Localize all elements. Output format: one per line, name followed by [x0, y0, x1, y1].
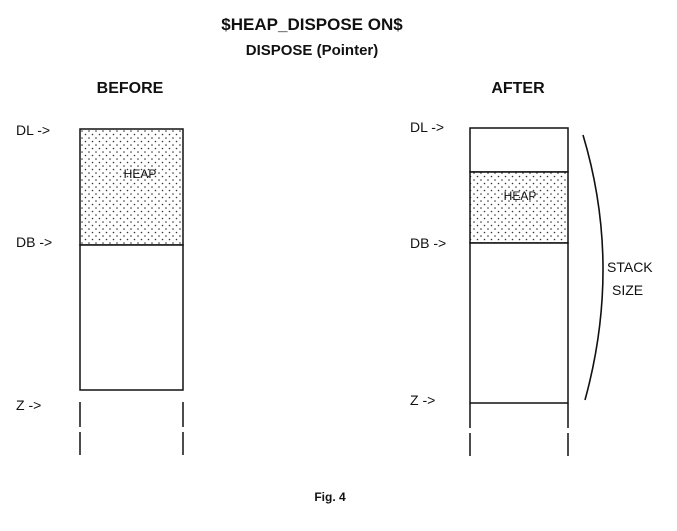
before-dl-label: DL ->: [16, 122, 50, 138]
before-stack-region: [79, 244, 184, 391]
before-heading: BEFORE: [97, 80, 164, 97]
diagram-subtitle: DISPOSE (Pointer): [246, 42, 379, 59]
after-heading: AFTER: [491, 80, 545, 97]
stack-size-brace: [582, 134, 604, 401]
before-heap-label: HEAP: [124, 167, 157, 181]
after-heap-label: HEAP: [504, 189, 537, 203]
after-heap-region: [469, 171, 569, 244]
after-z-label: Z ->: [410, 392, 435, 408]
stack-size-label-line1: STACK: [607, 259, 653, 275]
after-freed-region: [469, 127, 569, 173]
after-dl-label: DL ->: [410, 119, 444, 135]
after-db-label: DB ->: [410, 235, 446, 251]
diagram-title: $HEAP_DISPOSE ON$: [221, 15, 403, 34]
stack-size-label-line2: SIZE: [612, 282, 643, 298]
after-stack-region: [469, 242, 569, 404]
figure-caption: Fig. 4: [314, 490, 346, 504]
before-heap-region: [79, 128, 184, 246]
before-z-label: Z ->: [16, 397, 41, 413]
before-db-label: DB ->: [16, 234, 52, 250]
